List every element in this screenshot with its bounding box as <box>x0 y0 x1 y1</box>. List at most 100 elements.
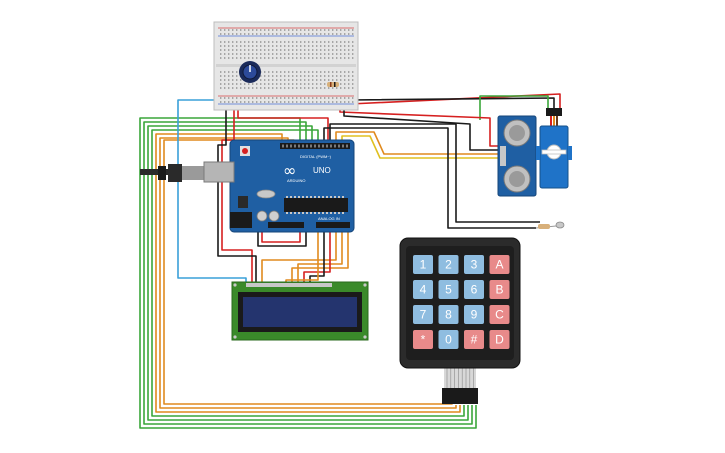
breadboard-hole <box>352 79 354 81</box>
breadboard-hole <box>340 83 342 85</box>
keypad-key-7[interactable]: 7 <box>413 305 433 324</box>
breadboard-hole <box>328 53 330 55</box>
breadboard-hole <box>312 53 314 55</box>
digital-pin[interactable] <box>314 144 316 148</box>
keypad-key-label: C <box>495 308 504 322</box>
breadboard-hole <box>236 83 238 85</box>
digital-pin[interactable] <box>346 144 348 148</box>
breadboard-hole <box>220 97 222 99</box>
keypad-key-cap[interactable] <box>438 280 459 299</box>
keypad-key-9[interactable]: 9 <box>464 305 484 324</box>
keypad-key-cap[interactable] <box>464 280 484 299</box>
breadboard-hole <box>352 33 354 35</box>
wire-black-gnd <box>217 108 257 284</box>
digital-pin[interactable] <box>286 144 288 148</box>
breadboard-hole <box>228 79 230 81</box>
breadboard-hole <box>268 49 270 51</box>
keypad-key-cap[interactable] <box>438 330 459 349</box>
keypad-key-hash[interactable]: # <box>464 330 484 349</box>
breadboard-hole <box>336 41 338 43</box>
breadboard-hole <box>332 71 334 73</box>
breadboard-hole <box>340 49 342 51</box>
breadboard-hole <box>236 97 238 99</box>
breadboard-hole <box>288 101 290 103</box>
pin-label-analog: ANALOG IN <box>318 216 340 221</box>
chip-pin <box>338 212 340 214</box>
keypad-key-d[interactable]: D <box>489 330 510 349</box>
breadboard-hole <box>332 49 334 51</box>
digital-pin[interactable] <box>298 144 300 148</box>
keypad-key-cap[interactable] <box>413 305 433 324</box>
breadboard-hole <box>236 49 238 51</box>
keypad-key-cap[interactable] <box>464 255 484 274</box>
digital-pin[interactable] <box>326 144 328 148</box>
breadboard-hole <box>348 75 350 77</box>
keypad-key-cap[interactable] <box>489 330 510 349</box>
wire-arduino-loop-black <box>257 228 307 247</box>
digital-pin[interactable] <box>282 144 284 148</box>
breadboard-hole <box>264 71 266 73</box>
breadboard-hole <box>292 83 294 85</box>
breadboard-hole <box>296 97 298 99</box>
digital-pin[interactable] <box>334 144 336 148</box>
digital-pin[interactable] <box>342 144 344 148</box>
breadboard-hole <box>248 83 250 85</box>
keypad-key-cap[interactable] <box>438 255 459 274</box>
keypad-key-4[interactable]: 4 <box>413 280 433 299</box>
digital-pin[interactable] <box>318 144 320 148</box>
keypad-key-cap[interactable] <box>413 330 433 349</box>
digital-pin[interactable] <box>302 144 304 148</box>
digital-pin[interactable] <box>290 144 292 148</box>
servo-horn[interactable] <box>541 149 567 155</box>
keypad-key-5[interactable]: 5 <box>438 280 459 299</box>
keypad-key-label: * <box>421 333 426 347</box>
breadboard-hole <box>312 83 314 85</box>
keypad-key-6[interactable]: 6 <box>464 280 484 299</box>
breadboard-hole <box>220 79 222 81</box>
chip-pin <box>302 196 304 198</box>
keypad-key-cap[interactable] <box>489 305 510 324</box>
keypad-key-cap[interactable] <box>489 255 510 274</box>
keypad-key-2[interactable]: 2 <box>438 255 459 274</box>
breadboard-hole <box>228 101 230 103</box>
keypad-key-star[interactable]: * <box>413 330 433 349</box>
chip-pin <box>302 212 304 214</box>
reset-button-cap[interactable] <box>242 148 248 154</box>
breadboard-hole <box>244 41 246 43</box>
digital-pin[interactable] <box>330 144 332 148</box>
capacitor-2 <box>268 210 280 222</box>
keypad-key-8[interactable]: 8 <box>438 305 459 324</box>
digital-pin[interactable] <box>310 144 312 148</box>
digital-pin[interactable] <box>322 144 324 148</box>
keypad-key-cap[interactable] <box>464 330 484 349</box>
digital-pin[interactable] <box>338 144 340 148</box>
keypad-key-a[interactable]: A <box>489 255 510 274</box>
keypad-key-label: 3 <box>471 258 478 272</box>
breadboard-hole <box>280 45 282 47</box>
digital-pin[interactable] <box>294 144 296 148</box>
digital-pin[interactable] <box>306 144 308 148</box>
keypad-key-b[interactable]: B <box>489 280 510 299</box>
keypad-key-1[interactable]: 1 <box>413 255 433 274</box>
breadboard-hole <box>232 41 234 43</box>
keypad-key-3[interactable]: 3 <box>464 255 484 274</box>
keypad-key-0[interactable]: 0 <box>438 330 459 349</box>
arduino-sub-label: ARDUINO <box>287 178 305 183</box>
potentiometer[interactable] <box>239 61 261 83</box>
wire-lcd-5 <box>309 228 325 284</box>
keypad-key-cap[interactable] <box>489 280 510 299</box>
breadboard-hole <box>248 45 250 47</box>
breadboard-hole <box>348 101 350 103</box>
keypad-key-cap[interactable] <box>413 255 433 274</box>
breadboard-hole <box>236 53 238 55</box>
keypad-key-cap[interactable] <box>464 305 484 324</box>
keypad-key-cap[interactable] <box>438 305 459 324</box>
keypad-key-c[interactable]: C <box>489 305 510 324</box>
keypad-key-cap[interactable] <box>413 280 433 299</box>
breadboard-hole <box>264 101 266 103</box>
breadboard-hole <box>232 83 234 85</box>
breadboard-hole <box>328 71 330 73</box>
breadboard-hole <box>268 97 270 99</box>
breadboard-hole <box>232 101 234 103</box>
wire-red-2 <box>237 108 329 143</box>
